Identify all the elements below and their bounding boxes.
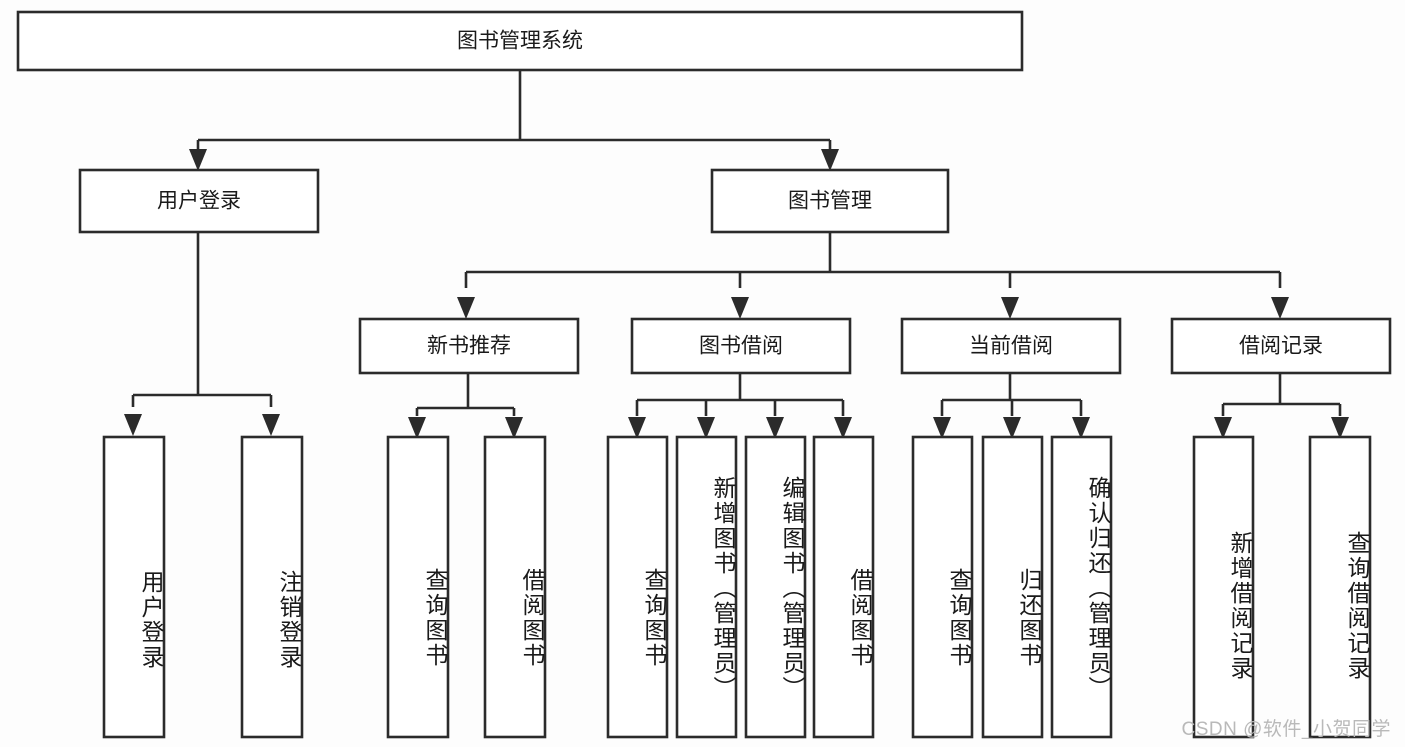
leaf-box-query-book-2[interactable] — [606, 435, 669, 739]
node-borrow-record-label: 借阅记录 — [1239, 335, 1323, 358]
node-user-login[interactable]: 用户登录 — [78, 168, 320, 234]
node-new-book-recommend[interactable]: 新书推荐 — [358, 317, 580, 375]
arrow-ul-leaf2 — [262, 414, 280, 436]
node-user-login-label: 用户登录 — [157, 190, 241, 213]
node-current-borrow-box[interactable] — [900, 317, 1122, 375]
node-book-manage-box[interactable] — [710, 168, 950, 234]
arrow-ul-leaf1 — [124, 414, 142, 436]
leaf-label-return-book: 归还图书 — [1016, 567, 1042, 668]
connector-layer — [131, 70, 1342, 416]
arrow-to-book-manage — [821, 149, 839, 171]
leaf-box-borrow-book-1[interactable] — [483, 435, 547, 739]
node-root-box[interactable] — [16, 10, 1024, 72]
leaf-label-query-borrow-record: 查询借阅记录 — [1344, 530, 1370, 681]
node-borrow-record-box[interactable] — [1170, 317, 1392, 375]
arrow-to-newbook — [457, 297, 475, 319]
leaf-label-query-book-2: 查询图书 — [641, 567, 667, 668]
node-root-label: 图书管理系统 — [457, 30, 583, 53]
leaf-box-query-borrow-record[interactable] — [1308, 435, 1372, 739]
leaf-label-query-book-3: 查询图书 — [946, 567, 972, 668]
node-book-manage[interactable]: 图书管理 — [710, 168, 950, 234]
arrow-to-borrow — [731, 297, 749, 319]
leaf-label-edit-book-admin: 编辑图书（管理员） — [779, 475, 805, 701]
node-borrow-record[interactable]: 借阅记录 — [1170, 317, 1392, 375]
leaf-label-borrow-book-1: 借阅图书 — [519, 567, 545, 668]
node-current-borrow-label: 当前借阅 — [969, 335, 1053, 358]
node-book-borrow-box[interactable] — [630, 317, 852, 375]
node-layer: 图书管理系统 用户登录 图书管理 新书推荐 图书借阅 当前 — [16, 10, 1392, 739]
leaf-label-confirm-return-admin: 确认归还（管理员） — [1085, 475, 1111, 701]
leaf-box-logout[interactable] — [240, 435, 304, 739]
leaf-label-query-book-1: 查询图书 — [422, 567, 448, 668]
node-new-book-recommend-label: 新书推荐 — [427, 335, 511, 358]
node-new-book-recommend-box[interactable] — [358, 317, 580, 375]
leaf-box-confirm-return-admin[interactable] — [1050, 435, 1113, 739]
leaf-label-user-login: 用户登录 — [138, 570, 164, 670]
node-book-borrow[interactable]: 图书借阅 — [630, 317, 852, 375]
leaf-box-add-book-admin[interactable] — [675, 435, 738, 739]
leaf-label-borrow-book-2: 借阅图书 — [847, 567, 873, 668]
leaf-box-query-book-3[interactable] — [911, 435, 974, 739]
leaf-box-borrow-book-2[interactable] — [812, 435, 875, 739]
node-user-login-box[interactable] — [78, 168, 320, 234]
leaf-label-add-borrow-record: 新增借阅记录 — [1227, 530, 1253, 681]
leaf-label-add-book-admin: 新增图书（管理员） — [710, 475, 736, 701]
leaf-box-query-book-1[interactable] — [386, 435, 450, 739]
node-book-borrow-label: 图书借阅 — [699, 335, 783, 358]
arrow-to-current — [1001, 297, 1019, 319]
arrow-to-user-login — [189, 149, 207, 171]
arrow-to-record — [1271, 297, 1289, 319]
leaf-label-logout: 注销登录 — [276, 570, 302, 670]
node-root[interactable]: 图书管理系统 — [16, 10, 1024, 72]
node-book-manage-label: 图书管理 — [788, 190, 872, 213]
leaf-box-edit-book-admin[interactable] — [744, 435, 807, 739]
watermark-text: CSDN @软件_小贺同学 — [1181, 719, 1391, 740]
leaf-box-user-login[interactable] — [102, 435, 166, 739]
leaf-box-add-borrow-record[interactable] — [1192, 435, 1255, 739]
node-current-borrow[interactable]: 当前借阅 — [900, 317, 1122, 375]
leaf-box-return-book[interactable] — [981, 435, 1044, 739]
